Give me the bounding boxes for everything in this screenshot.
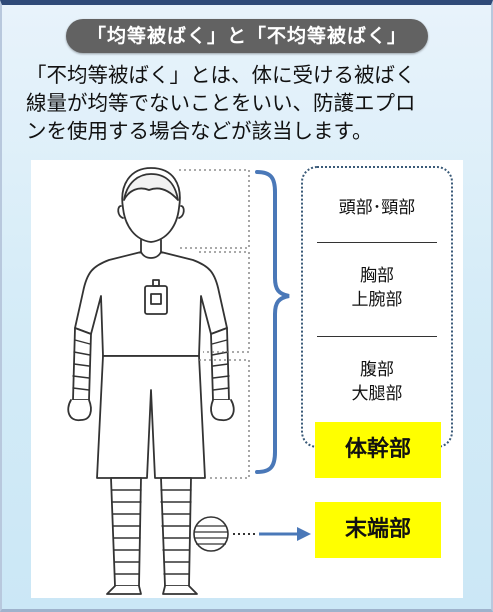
region-divider [317, 336, 437, 337]
region-label-head-neck: 頭部･頸部 [338, 198, 416, 218]
leg-left [106, 477, 142, 595]
arm-left [67, 327, 92, 422]
figure-panel: 頭部･頸部 胸部 上腕部 腹部 大腿部 体幹部 末端部 [31, 160, 463, 598]
trunk-bracket [255, 170, 290, 474]
region-divider [317, 242, 437, 243]
region-guides [179, 169, 250, 479]
body-illustration [67, 167, 311, 595]
region-label-chest-upperarm: 胸部 上腕部 [351, 266, 403, 310]
arm-right [210, 327, 235, 422]
description-text: 「不均等被ばく」とは、体に受ける被ばく 線量が均等でないことをいい、防護エプロ … [26, 63, 416, 143]
leg-right [160, 477, 198, 595]
extremity-arrow [259, 527, 311, 541]
extremity-label-box: 末端部 [315, 502, 441, 558]
shorts-figure [96, 355, 206, 479]
head-figure [117, 167, 185, 253]
body-region-box: 頭部･頸部 胸部 上腕部 腹部 大腿部 [301, 166, 453, 448]
region-label-abdomen-thigh: 腹部 大腿部 [351, 360, 403, 404]
torso-figure [74, 251, 228, 357]
trunk-label-box: 体幹部 [315, 422, 441, 478]
title-banner: 「均等被ばく」と「不均等被ばく」 [66, 19, 428, 53]
extremity-ball-icon [193, 516, 229, 552]
